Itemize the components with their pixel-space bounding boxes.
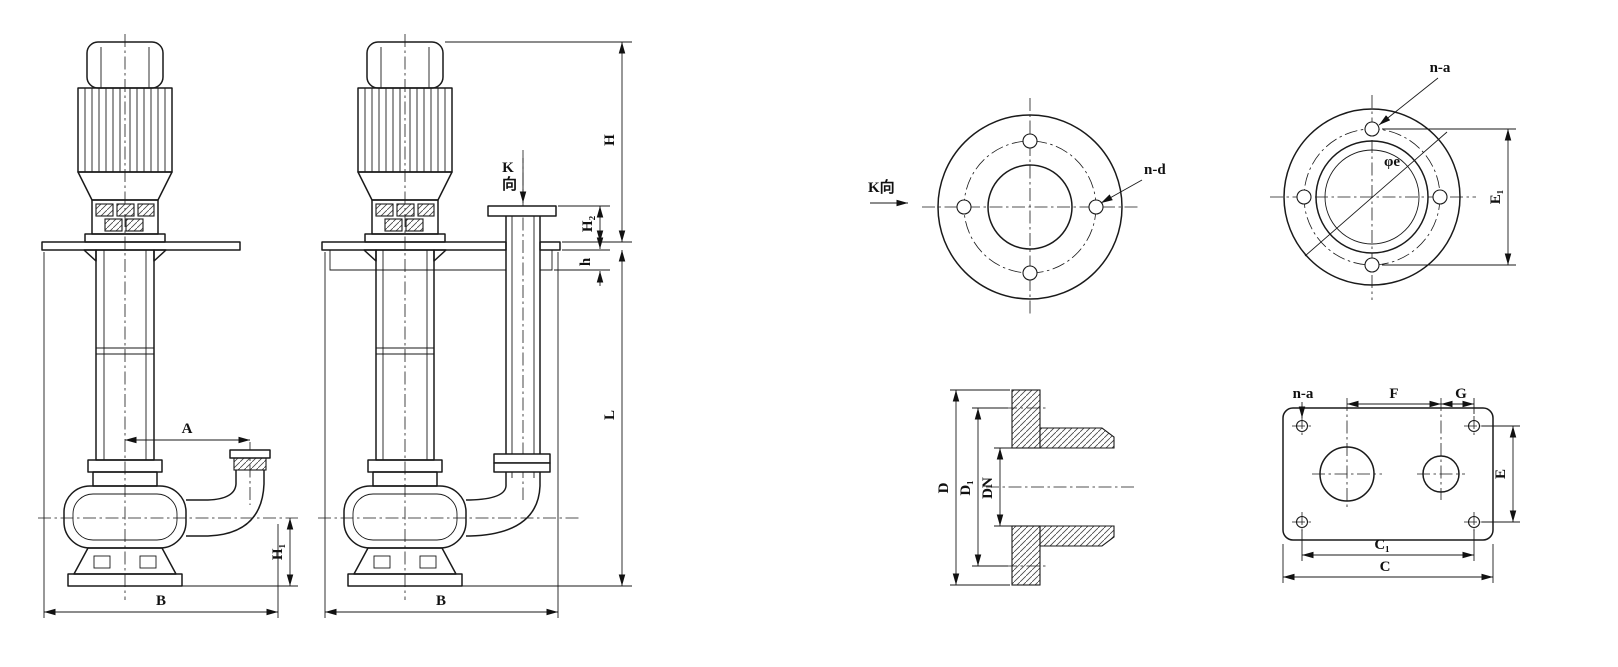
dim-label-e: E [1493,469,1509,479]
centerlines-right [318,34,580,600]
dim-label-f: F [1389,386,1398,402]
pump-left-view: A H₁ B [38,34,298,618]
flange-section-dimensions: D D₁ DN [936,389,1012,586]
dim-label-b-right: B [436,593,446,609]
pump-base-left [67,547,183,587]
dim-label-d1: D₁ [958,480,974,495]
dim-label-h2: H₂ [580,215,596,232]
riser-pipe [466,205,557,537]
dim-label-dn: DN [980,477,996,499]
pump-base-right [347,547,463,587]
flange-bolt-view: φe n-a E₁ [1270,60,1516,300]
dim-label-b-left: B [156,593,166,609]
phi-e-label: φe [1384,154,1400,170]
n-a-label-plate: n-a [1293,386,1314,402]
n-a-label-flange: n-a [1430,60,1451,76]
pump-right-view: K向 H H₂ h L B [318,34,632,618]
mounting-plate-right [321,241,561,271]
flange-section-view: D D₁ DN [936,389,1136,586]
dim-label-a: A [182,421,193,437]
mounting-plate-left [41,241,241,262]
dim-label-h-small: h [578,257,594,266]
k-direction-label-pump: K向 [500,160,516,192]
bolt-holes-k-view [956,133,1104,281]
dim-label-e1: E₁ [1488,190,1504,205]
dimensions-left: A H₁ B [43,252,298,618]
bolt-holes-bolt-view [1296,121,1448,273]
dim-label-h-motor: H [602,134,618,146]
base-plate-dimensions: n-a F G E C₁ C [1282,386,1520,583]
dim-label-c1: C₁ [1374,537,1389,553]
anchor-holes [1292,416,1484,532]
k-direction-label-view: K向 [868,178,895,196]
dim-label-d: D [936,482,952,493]
column-pipe-right [367,249,443,487]
base-plate-view: n-a F G E C₁ C [1282,386,1520,583]
dimensions-right: K向 H H₂ h L B [324,41,632,618]
flange-k-view: K向 n-d [868,98,1166,316]
n-d-label: n-d [1144,162,1166,178]
pipe-openings [1312,398,1475,510]
dim-label-c: C [1380,559,1391,575]
dim-label-l: L [602,410,618,420]
dim-label-g: G [1455,386,1467,402]
centerlines-left [38,34,298,600]
discharge-elbow-left [186,449,271,537]
